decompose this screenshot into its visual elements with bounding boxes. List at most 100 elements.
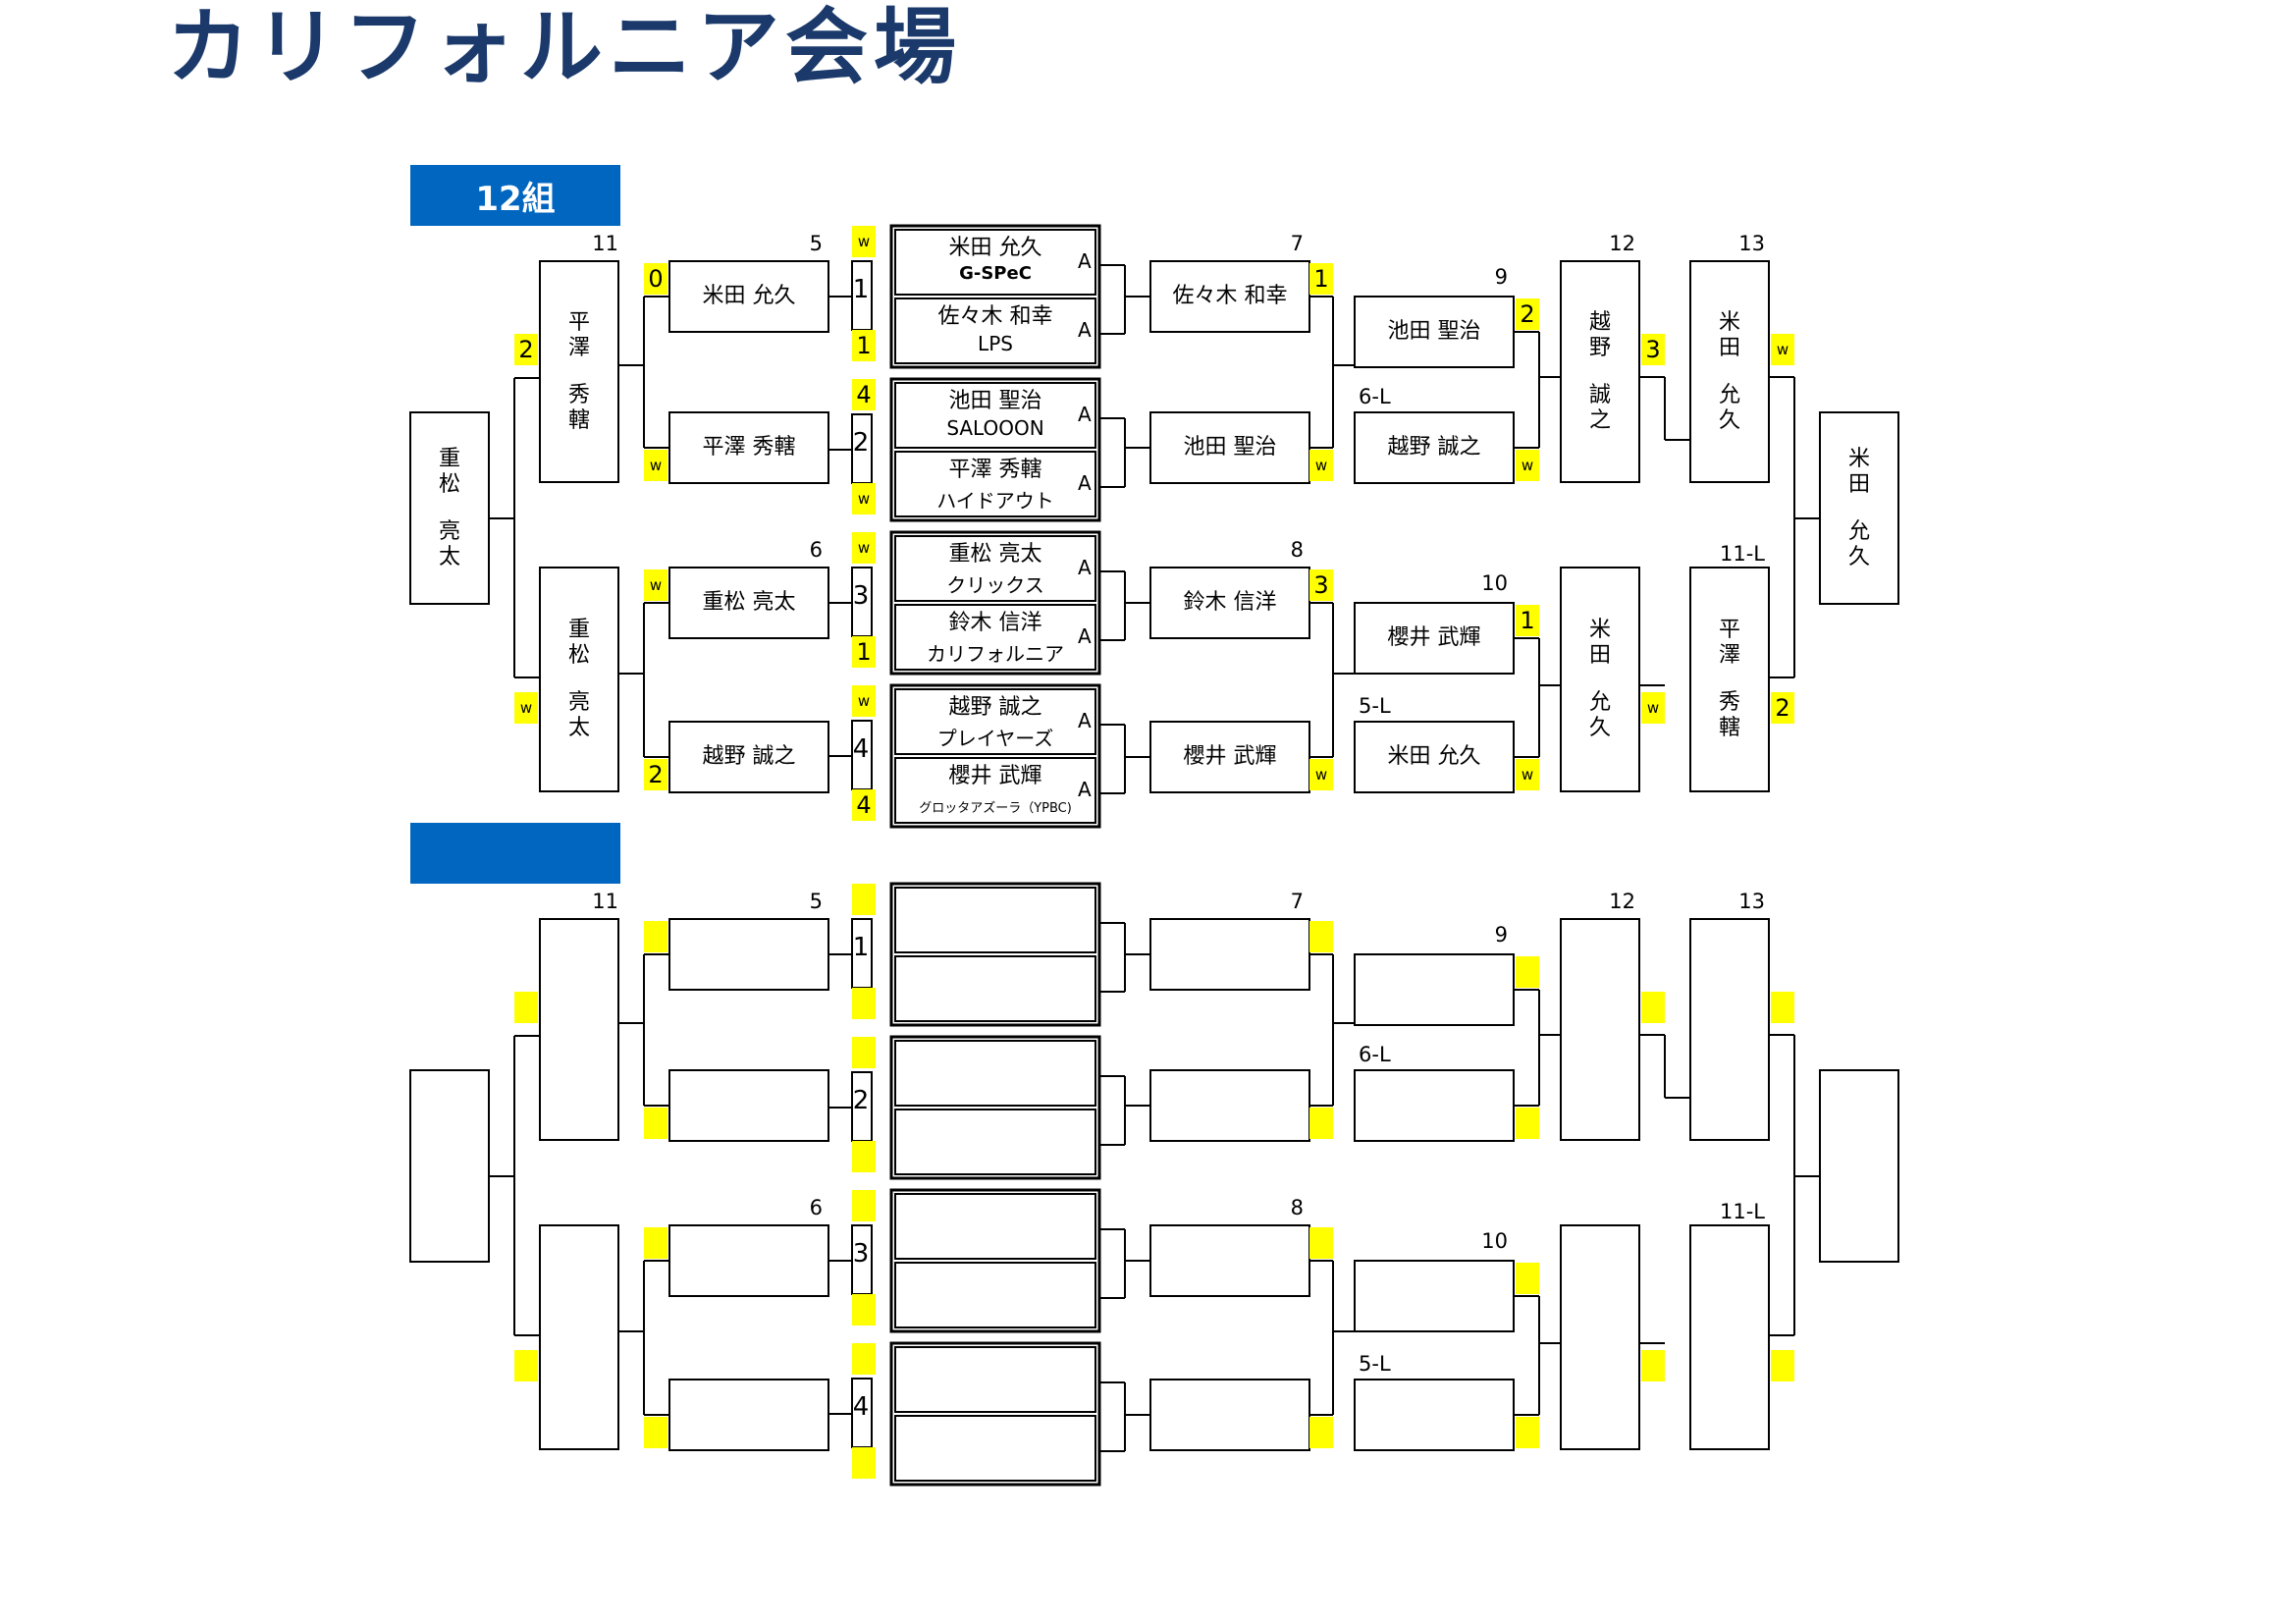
score-match-bottom: w (852, 483, 876, 514)
r12-bottom-name (1561, 1225, 1639, 1449)
r11-top-name-box (539, 918, 619, 1141)
num-11: 11 (592, 232, 618, 255)
r6-bottom-name (669, 1380, 828, 1450)
table-slot-top (894, 1346, 1096, 1413)
r13-bottom-name: 平澤 秀轄 (1690, 568, 1769, 791)
score-r7-top: 1 (1309, 263, 1333, 295)
score-match-bottom (852, 1447, 876, 1479)
r7-top-name: 佐々木 和幸 (1172, 284, 1288, 308)
r11-bottom-name-box (539, 1224, 619, 1450)
score-match-bottom (852, 988, 876, 1019)
r7-bottom-name (1150, 1070, 1309, 1141)
match-number: 4 (852, 1392, 870, 1422)
name-char: 重 (438, 446, 460, 471)
label-5l: 5-L (1359, 694, 1391, 718)
name-char: 平 (1718, 618, 1740, 642)
score-match-bottom: 1 (852, 330, 876, 361)
name-char: 越 (1588, 309, 1611, 335)
r12-top-name (1561, 919, 1639, 1140)
name-char: 太 (567, 716, 590, 740)
table-slot-top (894, 887, 1096, 953)
table-slot-top (894, 1040, 1096, 1107)
score-r13-bottom (1771, 1350, 1794, 1381)
table-slot-bottom (894, 604, 1096, 671)
r7-top-name (1150, 919, 1309, 990)
score-r12-bottom: w (1641, 692, 1665, 724)
r11-top-name-box (539, 260, 619, 483)
match-table-outer (889, 1035, 1101, 1180)
match-number: 2 (852, 428, 870, 458)
name-char: 之 (1588, 407, 1611, 433)
table-player-top: 米田 允久 (948, 236, 1042, 260)
r9-bottom-name (1355, 1070, 1514, 1141)
table-team-bottom: LPS (978, 332, 1013, 355)
score-r5-bottom (644, 1108, 667, 1139)
num-5: 5 (809, 232, 823, 255)
name-char: 允 (1847, 518, 1870, 544)
score-r5-top: 0 (644, 263, 667, 295)
table-slot-bottom (894, 298, 1096, 364)
score-r10-bottom: w (1516, 759, 1539, 790)
r13-bottom-name-box (1689, 1224, 1770, 1450)
num-10: 10 (1481, 1229, 1508, 1253)
table-slot-top (894, 229, 1096, 296)
match-table-outer (889, 1188, 1101, 1333)
score-match-bottom (852, 1141, 876, 1172)
right-final-name-box (1819, 1069, 1899, 1263)
num-13: 13 (1738, 890, 1765, 913)
score-r6-bottom (644, 1417, 667, 1448)
table-a-top: A (1078, 249, 1092, 273)
score-match-top: w (852, 226, 876, 257)
r11-top-name (540, 919, 618, 1140)
r9-top-name (1355, 954, 1514, 1025)
table-slot-top (894, 688, 1096, 755)
table-a-bottom: A (1078, 471, 1092, 495)
score-left-top (514, 992, 538, 1023)
score-left-bottom (514, 1350, 538, 1381)
score-match-top (852, 1037, 876, 1068)
r10-top-name: 櫻井 武輝 (1387, 625, 1481, 650)
name-char: 秀 (567, 382, 590, 407)
score-r8-bottom: w (1309, 759, 1333, 790)
match-number: 4 (852, 734, 870, 764)
name-char: 松 (567, 643, 590, 668)
num-11: 11 (592, 890, 618, 913)
table-a-top: A (1078, 709, 1092, 732)
match-table-outer (889, 377, 1101, 522)
num-8: 8 (1290, 538, 1304, 562)
table-a-top: A (1078, 403, 1092, 426)
name-char (1597, 361, 1604, 383)
score-r9-bottom: w (1516, 450, 1539, 481)
score-r12-bottom (1641, 1350, 1665, 1381)
r12-bottom-name-box (1560, 1224, 1640, 1450)
label-6l: 6-L (1359, 1043, 1391, 1066)
left-final-name (410, 1070, 489, 1262)
r6-bottom-name: 越野 誠之 (702, 744, 796, 769)
table-player-top: 池田 聖治 (948, 389, 1042, 413)
score-r9-top: 2 (1516, 298, 1539, 330)
match-table-outer (889, 683, 1101, 829)
score-r6-bottom: 2 (644, 759, 667, 790)
num-5: 5 (809, 890, 823, 913)
score-match-bottom (852, 1294, 876, 1326)
r11-top-name: 平澤 秀轄 (540, 261, 618, 482)
table-player-bottom: 平澤 秀轄 (948, 458, 1042, 482)
score-r9-top (1516, 956, 1539, 988)
r7-bottom-name: 池田 聖治 (1183, 435, 1277, 460)
name-char: 田 (1718, 335, 1740, 360)
table-player-top: 重松 亮太 (948, 542, 1042, 567)
name-char: 久 (1718, 407, 1740, 433)
name-char: 澤 (1718, 643, 1740, 668)
r11-bottom-name: 重松 亮太 (540, 568, 618, 791)
r8-bottom-name (1150, 1380, 1309, 1450)
right-final-name-box (1819, 411, 1899, 605)
table-slot-bottom (894, 1415, 1096, 1482)
r12-top-name-box (1560, 260, 1640, 483)
num-10: 10 (1481, 571, 1508, 595)
score-r7-top (1309, 921, 1333, 952)
r13-top-name-box (1689, 918, 1770, 1141)
name-char: 重 (567, 618, 590, 642)
group-header: 12組 (410, 165, 620, 226)
table-player-bottom: 櫻井 武輝 (948, 764, 1042, 788)
